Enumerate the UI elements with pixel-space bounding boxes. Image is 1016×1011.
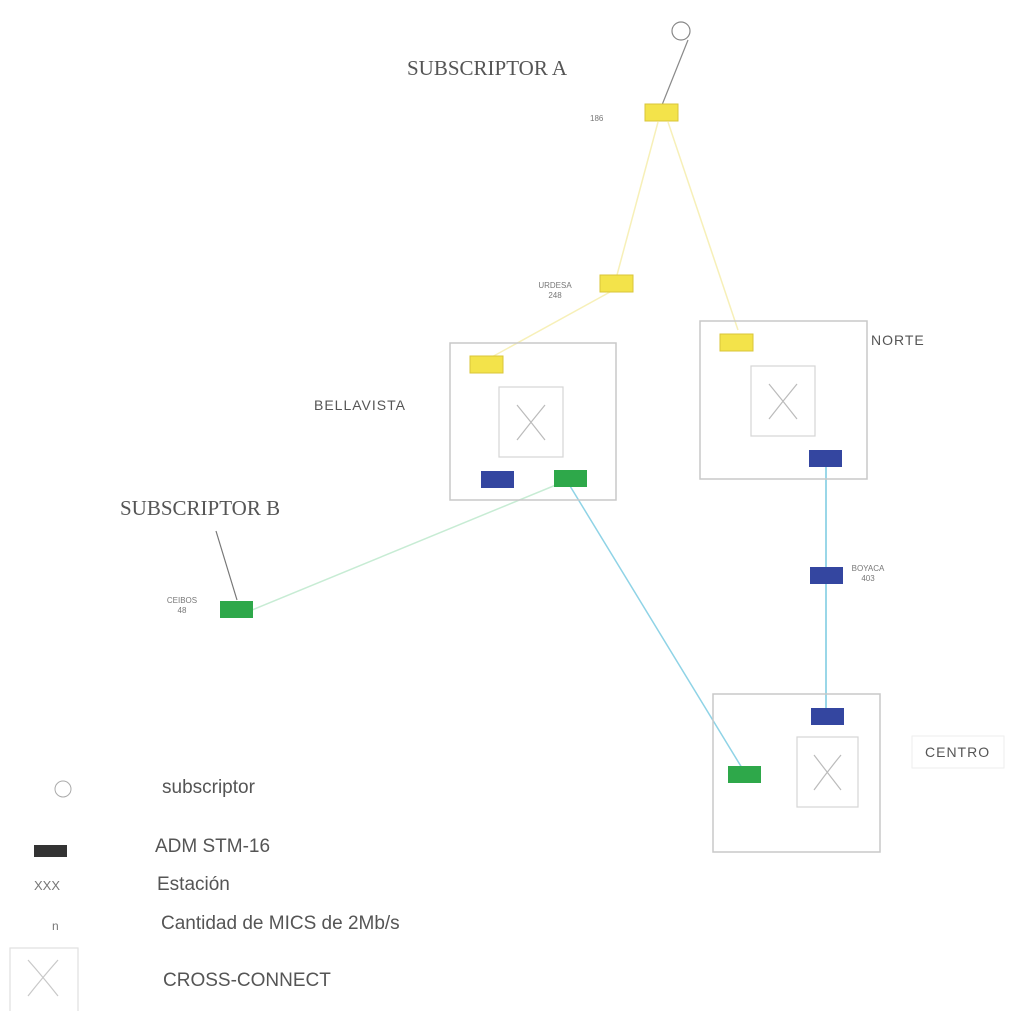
subscriptor-b-label: SUBSCRIPTOR B (120, 496, 281, 520)
adm-norte-yellow (719, 333, 754, 352)
adm-centro-blue (811, 708, 844, 725)
adm-boyaca (810, 567, 843, 584)
boyaca-count: 403 (861, 574, 875, 583)
boyaca-name: BOYACA (851, 564, 885, 573)
adm-subscriber-a (644, 103, 679, 122)
adm-bellavista-green (554, 470, 587, 487)
adm-centro-green (728, 766, 761, 783)
adm-norte-blue (809, 450, 842, 467)
centro-cross-connect-icon (796, 736, 859, 808)
centro-label: CENTRO (925, 744, 991, 760)
adm-ceibos (220, 601, 253, 618)
link-urdesa-bellavista (489, 291, 611, 359)
link-subscriber-a (661, 39, 689, 106)
legend-station-text: Estación (157, 874, 230, 895)
adm-bellavista-yellow (469, 355, 504, 374)
adm-urdesa (599, 274, 634, 293)
urdesa-name: URDESA (538, 281, 572, 290)
centro-label-box (911, 735, 1005, 769)
norte-cross-connect-icon (750, 365, 816, 437)
legend-mics-text: Cantidad de MICS de 2Mb/s (161, 913, 400, 934)
adm-bellavista-blue (481, 471, 514, 488)
norte-label: NORTE (871, 332, 925, 348)
link-a-norte (667, 121, 739, 331)
ceibos-name: CEIBOS (166, 596, 198, 605)
boyaca-station-label: BOYACA 403 (848, 564, 888, 584)
bellavista-label: BELLAVISTA (314, 397, 406, 413)
ceibos-station-label: CEIBOS 48 (154, 596, 210, 616)
centro-station-box (712, 693, 881, 853)
norte-station-box (699, 320, 868, 480)
subscriber-a-count: 186 (590, 114, 604, 123)
bellavista-station-box (449, 342, 617, 501)
legend-n-symbol: n (52, 919, 59, 933)
link-bellavista-centro (569, 485, 743, 769)
urdesa-station-label: URDESA 248 (530, 281, 580, 301)
legend-subscriptor-icon (54, 780, 72, 798)
urdesa-count: 248 (548, 291, 562, 300)
link-a-urdesa (616, 121, 659, 276)
link-subscriber-b (215, 530, 238, 601)
legend-cross-connect-icon (9, 947, 79, 1011)
legend-adm-icon (34, 845, 67, 857)
subscriptor-a-label: SUBSCRIPTOR A (407, 56, 568, 80)
subscriber-a-node (671, 21, 691, 41)
link-bellavista-ceibos (251, 479, 569, 611)
legend-subscriptor-text: subscriptor (162, 777, 255, 798)
legend-adm-text: ADM STM-16 (155, 836, 271, 857)
bellavista-cross-connect-icon (498, 386, 564, 458)
legend-cross-connect-text: CROSS-CONNECT (163, 970, 331, 991)
ceibos-count: 48 (177, 606, 187, 615)
legend-station-symbol: XXX (34, 878, 61, 893)
